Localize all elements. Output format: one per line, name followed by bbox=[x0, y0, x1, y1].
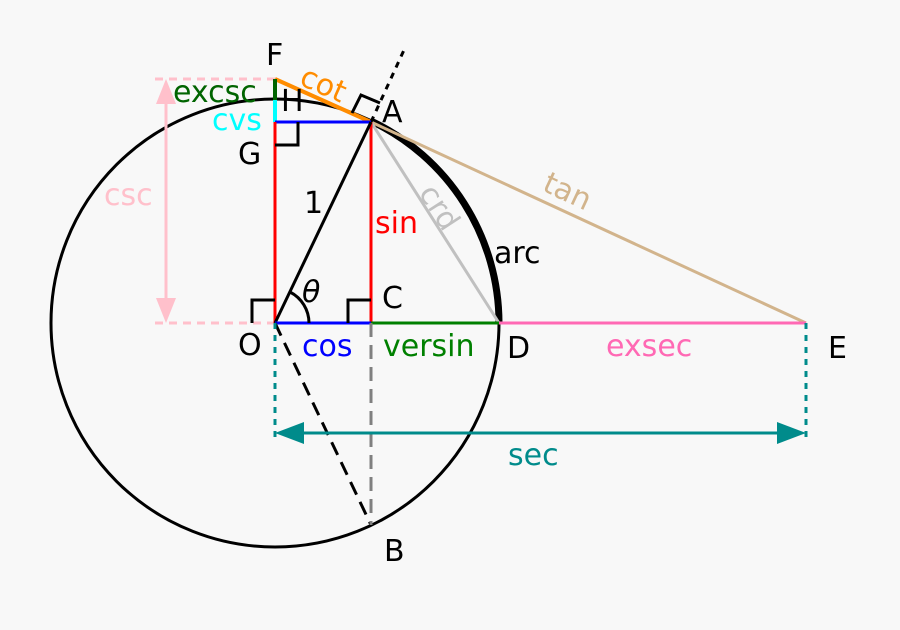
label-cos: cos bbox=[302, 329, 352, 364]
label-versin: versin bbox=[383, 329, 475, 364]
point-f: F bbox=[266, 38, 283, 73]
label-theta: θ bbox=[302, 275, 320, 310]
right-angle-o bbox=[250, 298, 275, 323]
label-arc: arc bbox=[494, 236, 541, 271]
theta-arc bbox=[289, 290, 311, 324]
right-angle-c bbox=[346, 298, 371, 323]
label-one: 1 bbox=[304, 186, 323, 221]
sec-arrow-left bbox=[275, 422, 304, 444]
label-sec: sec bbox=[508, 438, 559, 473]
arc-segment bbox=[369, 117, 503, 324]
point-a: A bbox=[382, 95, 403, 130]
dotted-extension bbox=[369, 49, 406, 123]
label-tan: tan bbox=[538, 166, 597, 219]
right-angle-g bbox=[275, 122, 300, 147]
cot-line bbox=[274, 77, 372, 124]
point-b: B bbox=[384, 534, 405, 569]
label-crd: crd bbox=[411, 178, 466, 237]
sec-arrow-right bbox=[777, 422, 806, 444]
label-sin: sin bbox=[375, 206, 418, 241]
right-angle-a bbox=[350, 93, 381, 114]
label-exsec: exsec bbox=[606, 329, 692, 364]
point-e: E bbox=[828, 331, 847, 366]
label-excsc: excsc bbox=[173, 75, 257, 110]
point-c: C bbox=[382, 281, 403, 316]
tan-line bbox=[370, 120, 807, 325]
point-o: O bbox=[238, 328, 262, 363]
point-d: D bbox=[507, 331, 530, 366]
label-csc: csc bbox=[104, 178, 153, 213]
ob-dashed-line bbox=[273, 322, 373, 526]
csc-arrow-down bbox=[156, 298, 176, 323]
csc-arrow-up bbox=[156, 79, 176, 104]
point-g: G bbox=[238, 137, 261, 172]
chord-line bbox=[369, 121, 501, 324]
label-cvs: cvs bbox=[212, 103, 262, 138]
radius-line bbox=[273, 121, 373, 324]
h-mark: H bbox=[281, 84, 304, 119]
